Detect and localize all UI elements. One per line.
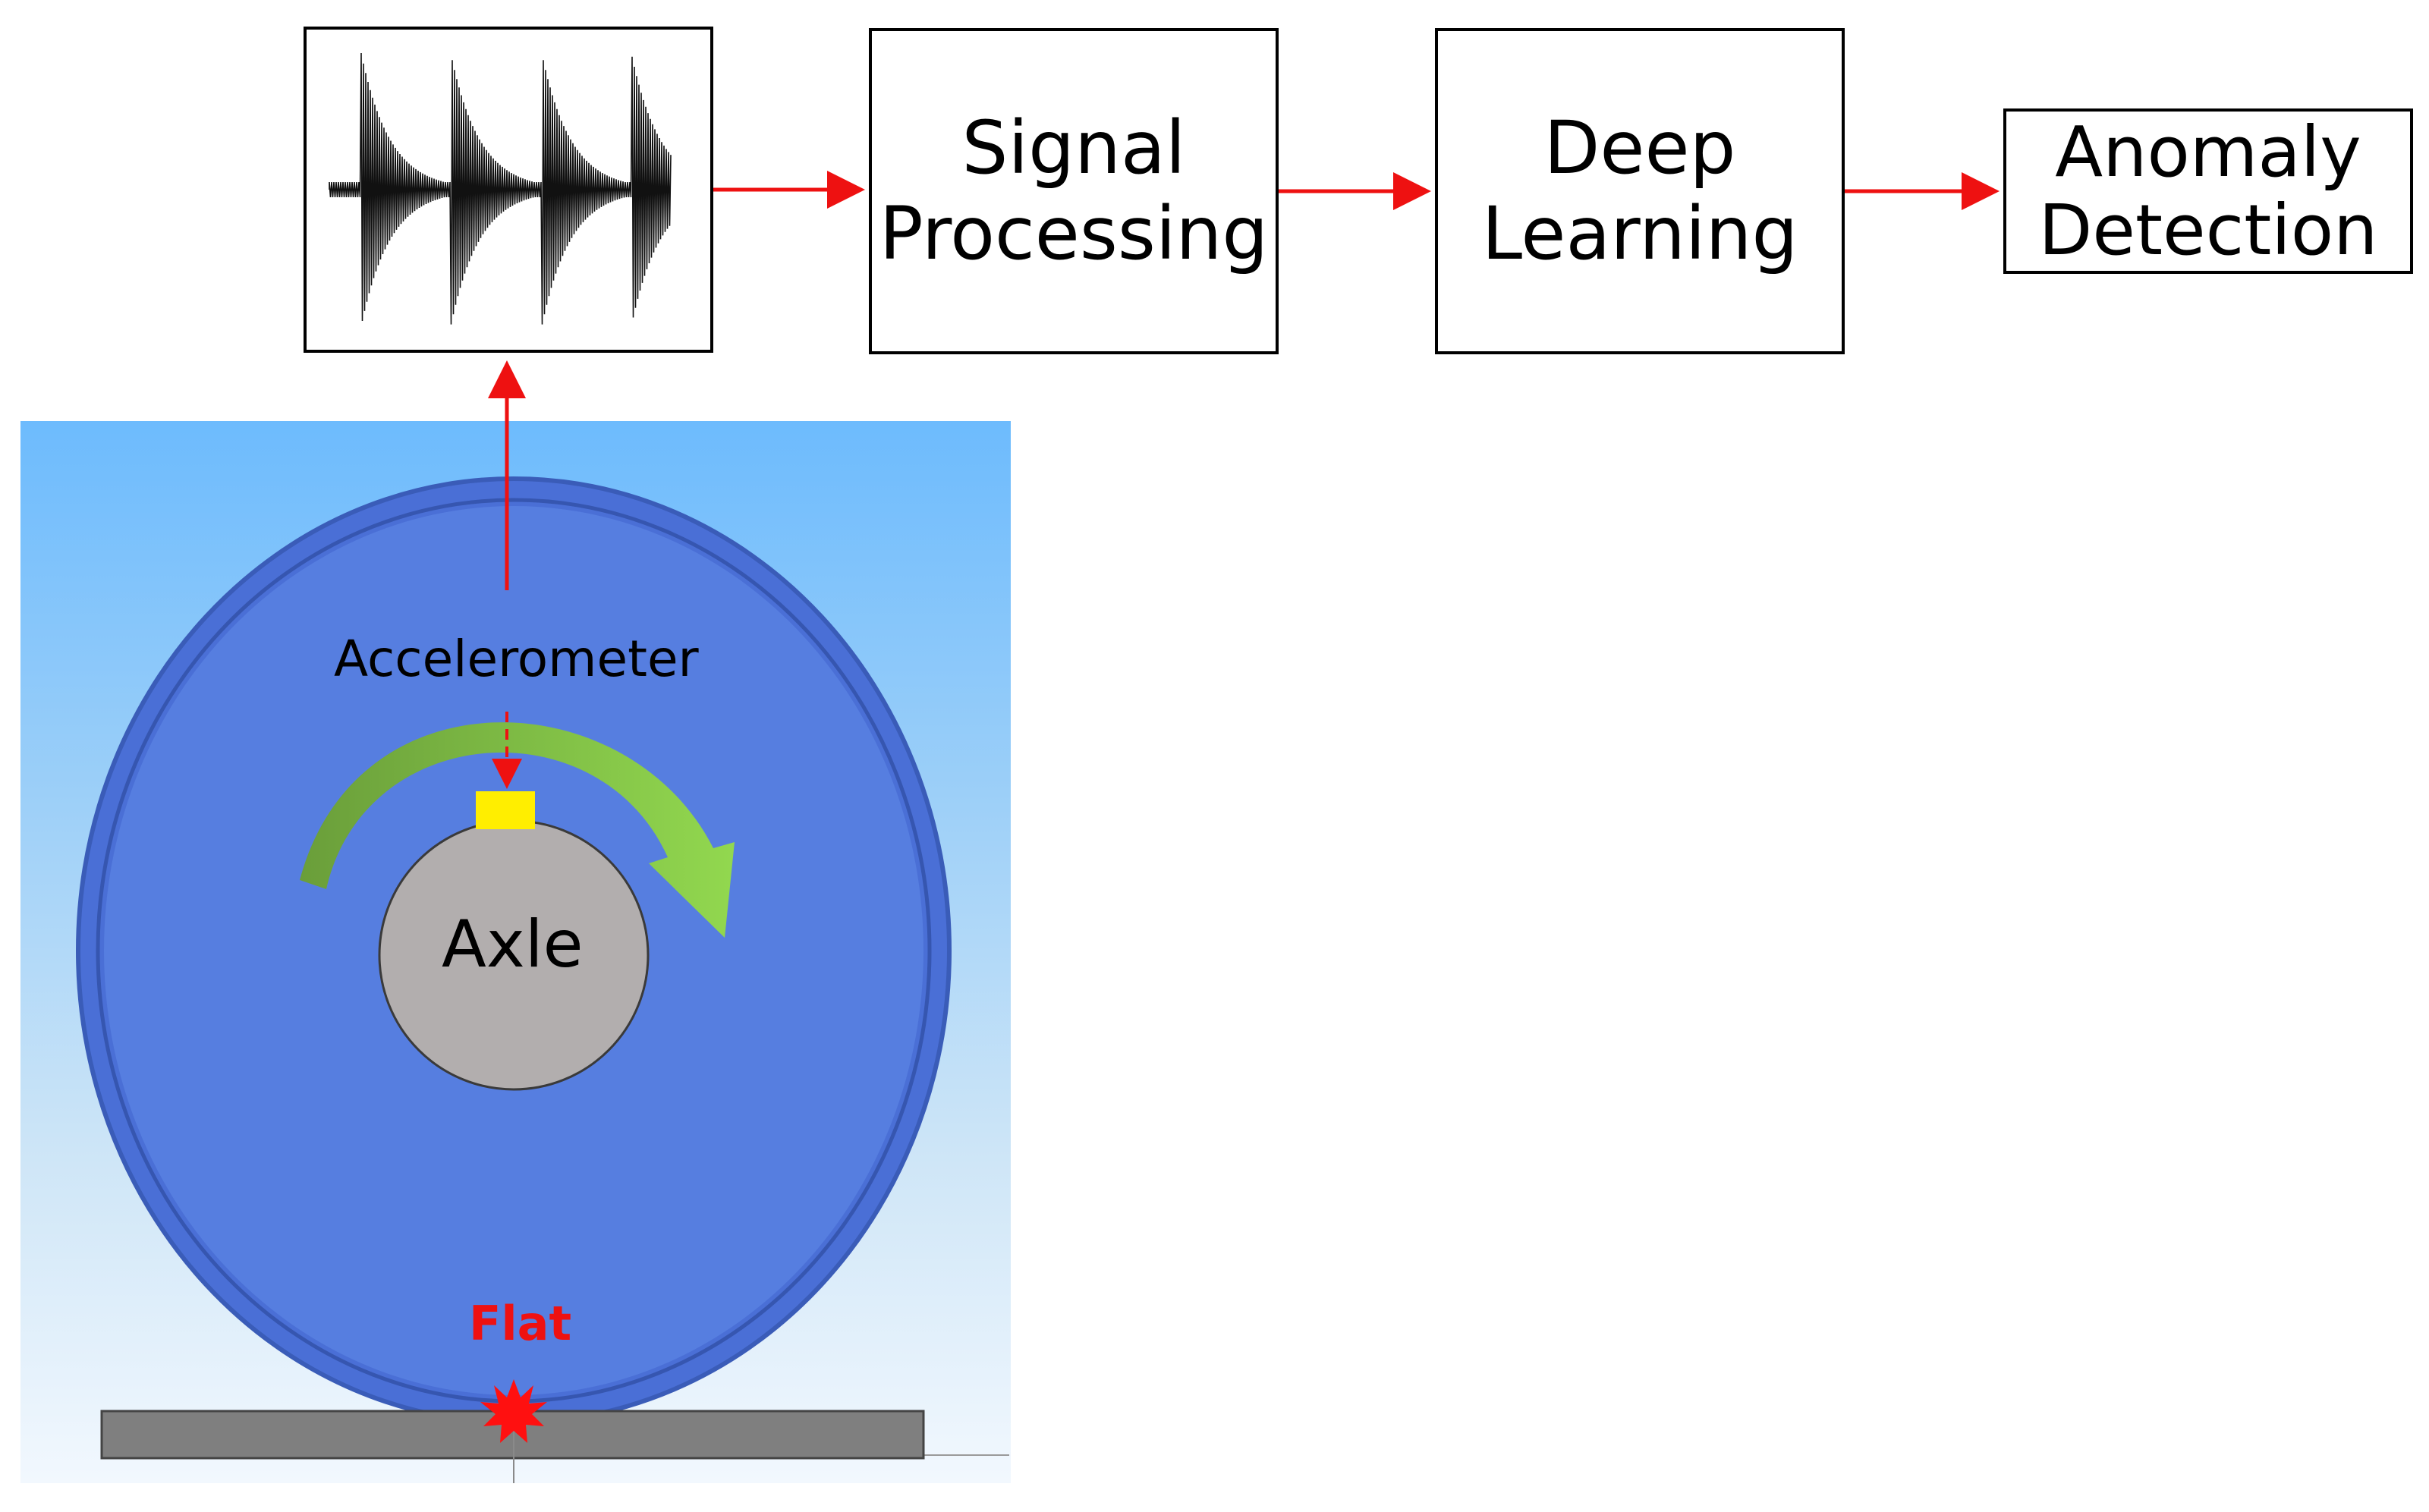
waveform-trace [329,52,672,325]
accelerometer-label: Accelerometer [334,630,699,688]
flat-label: Flat [469,1296,572,1351]
anomaly-detection-box: Anomaly Detection [2003,108,2413,274]
accelerometer-sensor [476,791,535,829]
curved-rotation-arrow-icon [300,722,735,938]
deep-learning-box: Deep Learning [1435,28,1845,354]
starburst-icon [480,1379,547,1443]
axle-label: Axle [442,907,584,982]
waveform-icon [329,52,672,325]
signal-processing-label: Signal Processing [879,105,1269,276]
anomaly-detection-label: Anomaly Detection [2038,111,2378,271]
deep-learning-label: Deep Learning [1481,105,1798,276]
waveform-box [304,27,713,353]
signal-processing-box: Signal Processing [869,28,1279,354]
